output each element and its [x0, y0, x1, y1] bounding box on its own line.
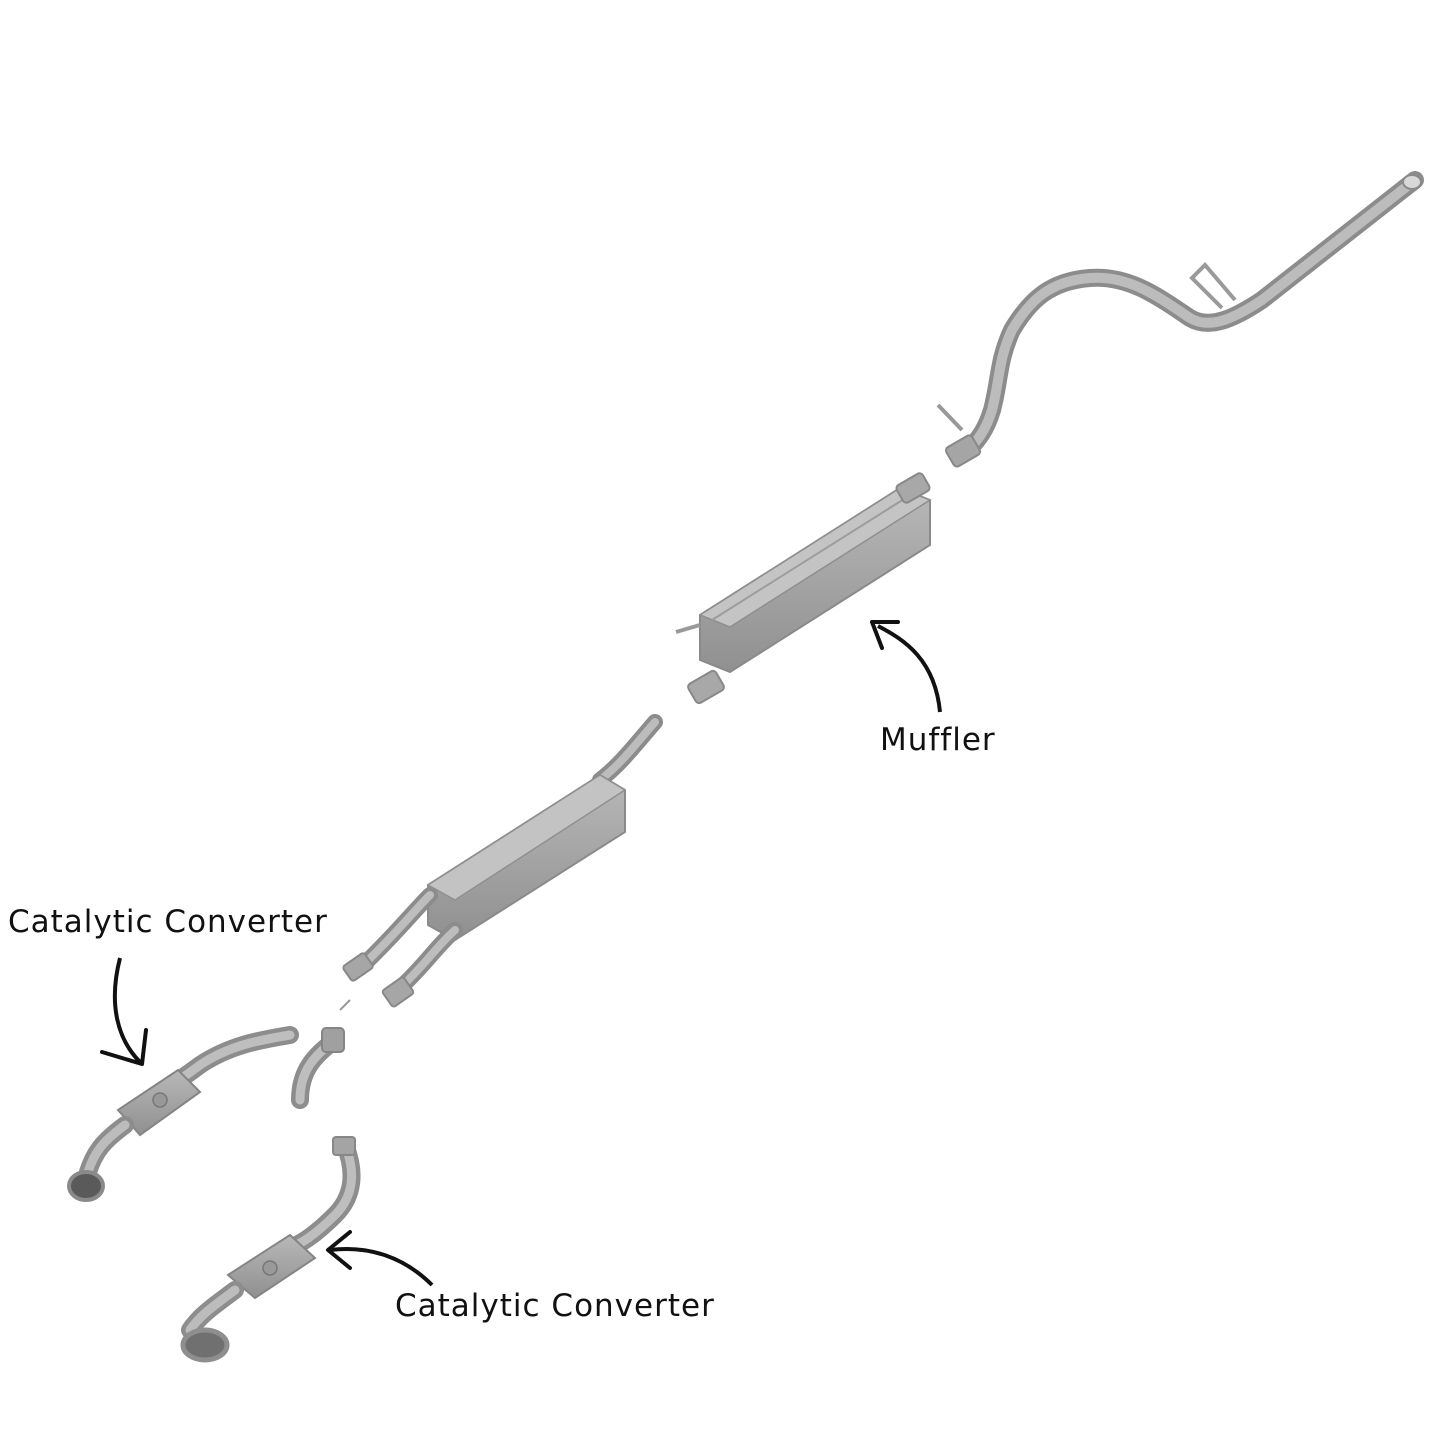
catalytic-converter-lower-arrow — [326, 1230, 434, 1287]
catalytic-converter-upper-label: Catalytic Converter — [8, 904, 328, 940]
catalytic-converter-lower-label: Catalytic Converter — [395, 1288, 715, 1324]
catalytic-converter-lower-part — [180, 1136, 361, 1363]
muffler-label: Muffler — [880, 722, 996, 758]
muffler-arrow — [870, 620, 942, 713]
tailpipe-section — [936, 171, 1424, 468]
muffler-part — [675, 472, 932, 705]
catalytic-converter-upper-part — [67, 1026, 345, 1202]
resonator-section — [339, 714, 663, 1011]
catalytic-converter-upper-arrow — [100, 957, 148, 1066]
